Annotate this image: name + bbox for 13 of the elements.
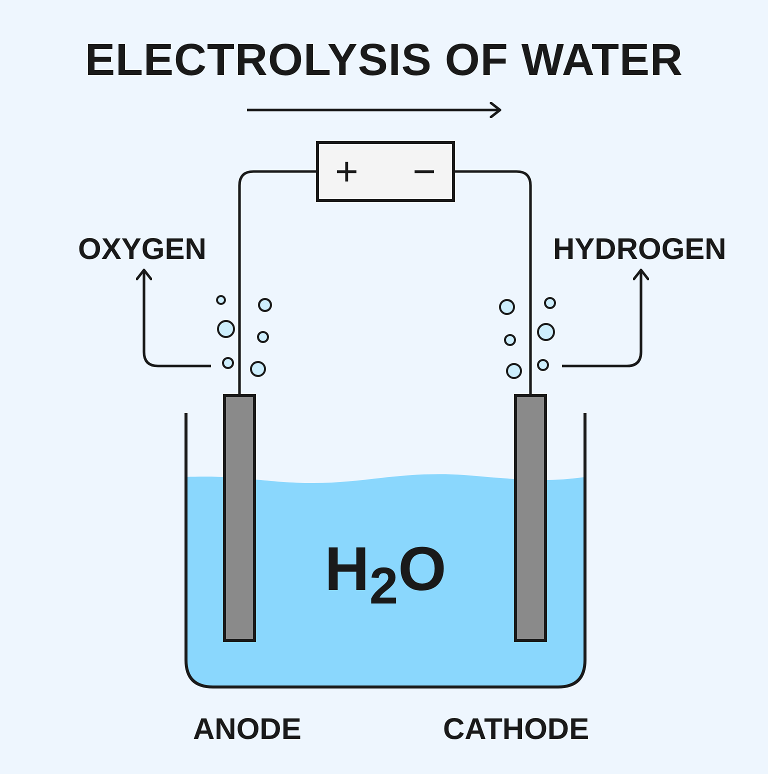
arrow [136, 268, 211, 368]
title: ELECTROLYSIS OF WATER [84, 34, 684, 86]
electrode-label: CATHODE [443, 712, 590, 748]
formula-label: H$_{2}$O [324, 535, 446, 616]
gas-label: OXYGEN [78, 233, 206, 266]
minus-sign: − [412, 152, 436, 192]
wire [238, 170, 316, 394]
electrode-label: ANODE [193, 712, 302, 748]
arrow [562, 268, 650, 368]
battery-symbol [316, 141, 455, 202]
gas-label: HYDROGEN [553, 233, 726, 266]
wire [455, 170, 532, 394]
plus-sign: + [335, 152, 358, 192]
